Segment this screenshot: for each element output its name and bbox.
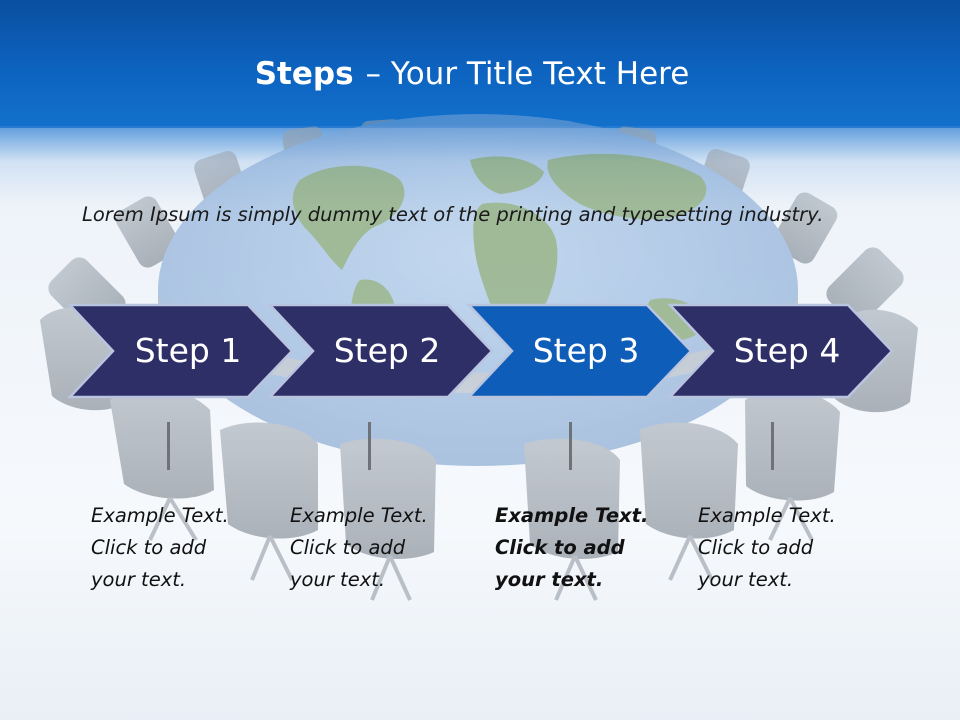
step-1-desc-line-3: your text. [91,568,187,591]
title-bold: Steps [254,56,354,92]
globe-conference-table-image [40,114,918,601]
step-4-connector [771,422,774,470]
step-3-connector [569,422,572,470]
step-2-desc-line-3: your text. [290,568,386,591]
step-1-label: Step 1 [134,331,242,370]
step-2-description[interactable]: Example Text. Click to add your text. [290,500,460,596]
step-3-arrow[interactable] [466,303,693,399]
step-4-desc-line-1: Example Text. [698,504,836,527]
step-1-connector [167,422,170,470]
slide-title: Steps – Your Title Text Here [0,52,944,96]
step-3-desc-line-3: your text. [495,568,604,591]
step-2-desc-line-2: Click to add [290,536,406,559]
step-3-label: Step 3 [532,331,640,370]
intro-text: Lorem Ipsum is simply dummy text of the … [82,203,824,226]
step-1-desc-line-1: Example Text. [91,504,229,527]
step-4-desc-line-3: your text. [698,568,794,591]
step-4-desc-line-2: Click to add [698,536,814,559]
step-3-desc-line-1: Example Text. [495,504,649,527]
step-1-arrow[interactable] [67,303,294,399]
step-2-desc-line-1: Example Text. [290,504,428,527]
title-rest: – Your Title Text Here [365,56,690,92]
step-2-connector [368,422,371,470]
step-4-arrow[interactable] [667,303,894,399]
step-2-arrow[interactable] [267,303,494,399]
step-4-description[interactable]: Example Text. Click to add your text. [698,500,868,596]
step-1-desc-line-2: Click to add [91,536,207,559]
step-2-label: Step 2 [333,331,441,370]
step-1-description[interactable]: Example Text. Click to add your text. [91,500,261,596]
step-3-desc-line-2: Click to add [495,536,625,559]
step-arrows [67,303,894,399]
step-3-description[interactable]: Example Text. Click to add your text. [495,500,665,596]
step-4-label: Step 4 [733,331,841,370]
header-bar [0,0,960,128]
